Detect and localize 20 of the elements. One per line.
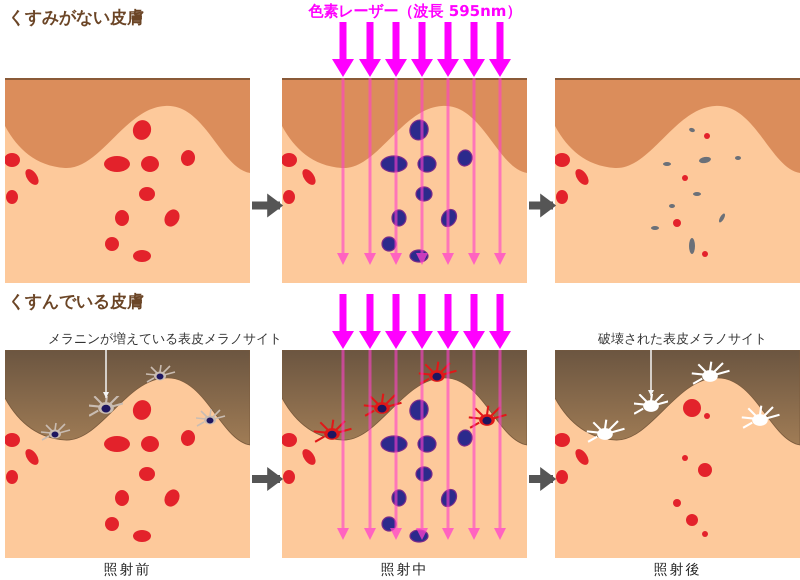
stage-label: 照射後 (652, 561, 702, 580)
callout-text: 破壊された表皮メラノサイト (580, 330, 785, 350)
skin-cross-section-drawing (555, 78, 800, 283)
skin-cross-section-drawing (282, 78, 527, 283)
leader-line (648, 350, 654, 396)
arrow (529, 467, 556, 491)
arrow (252, 194, 284, 218)
skin-cross-section-drawing (555, 350, 800, 558)
laser-label: 色素レーザー（波長 595nm） (307, 1, 522, 22)
section-heading: くすんでいる皮膚 (8, 291, 144, 314)
stage-label: 照射前 (102, 561, 152, 580)
skin-cross-section-drawing (5, 350, 250, 558)
section-heading: くすみがない皮膚 (8, 7, 144, 30)
arrow (252, 467, 284, 491)
leader-line (103, 350, 109, 398)
arrow (529, 194, 556, 218)
skin-cross-section-drawing (5, 78, 250, 283)
callout-text: メラニンが増えている表皮メラノサイト (30, 330, 300, 350)
skin-cross-section-drawing (282, 350, 527, 558)
stage-label: 照射中 (380, 561, 430, 580)
